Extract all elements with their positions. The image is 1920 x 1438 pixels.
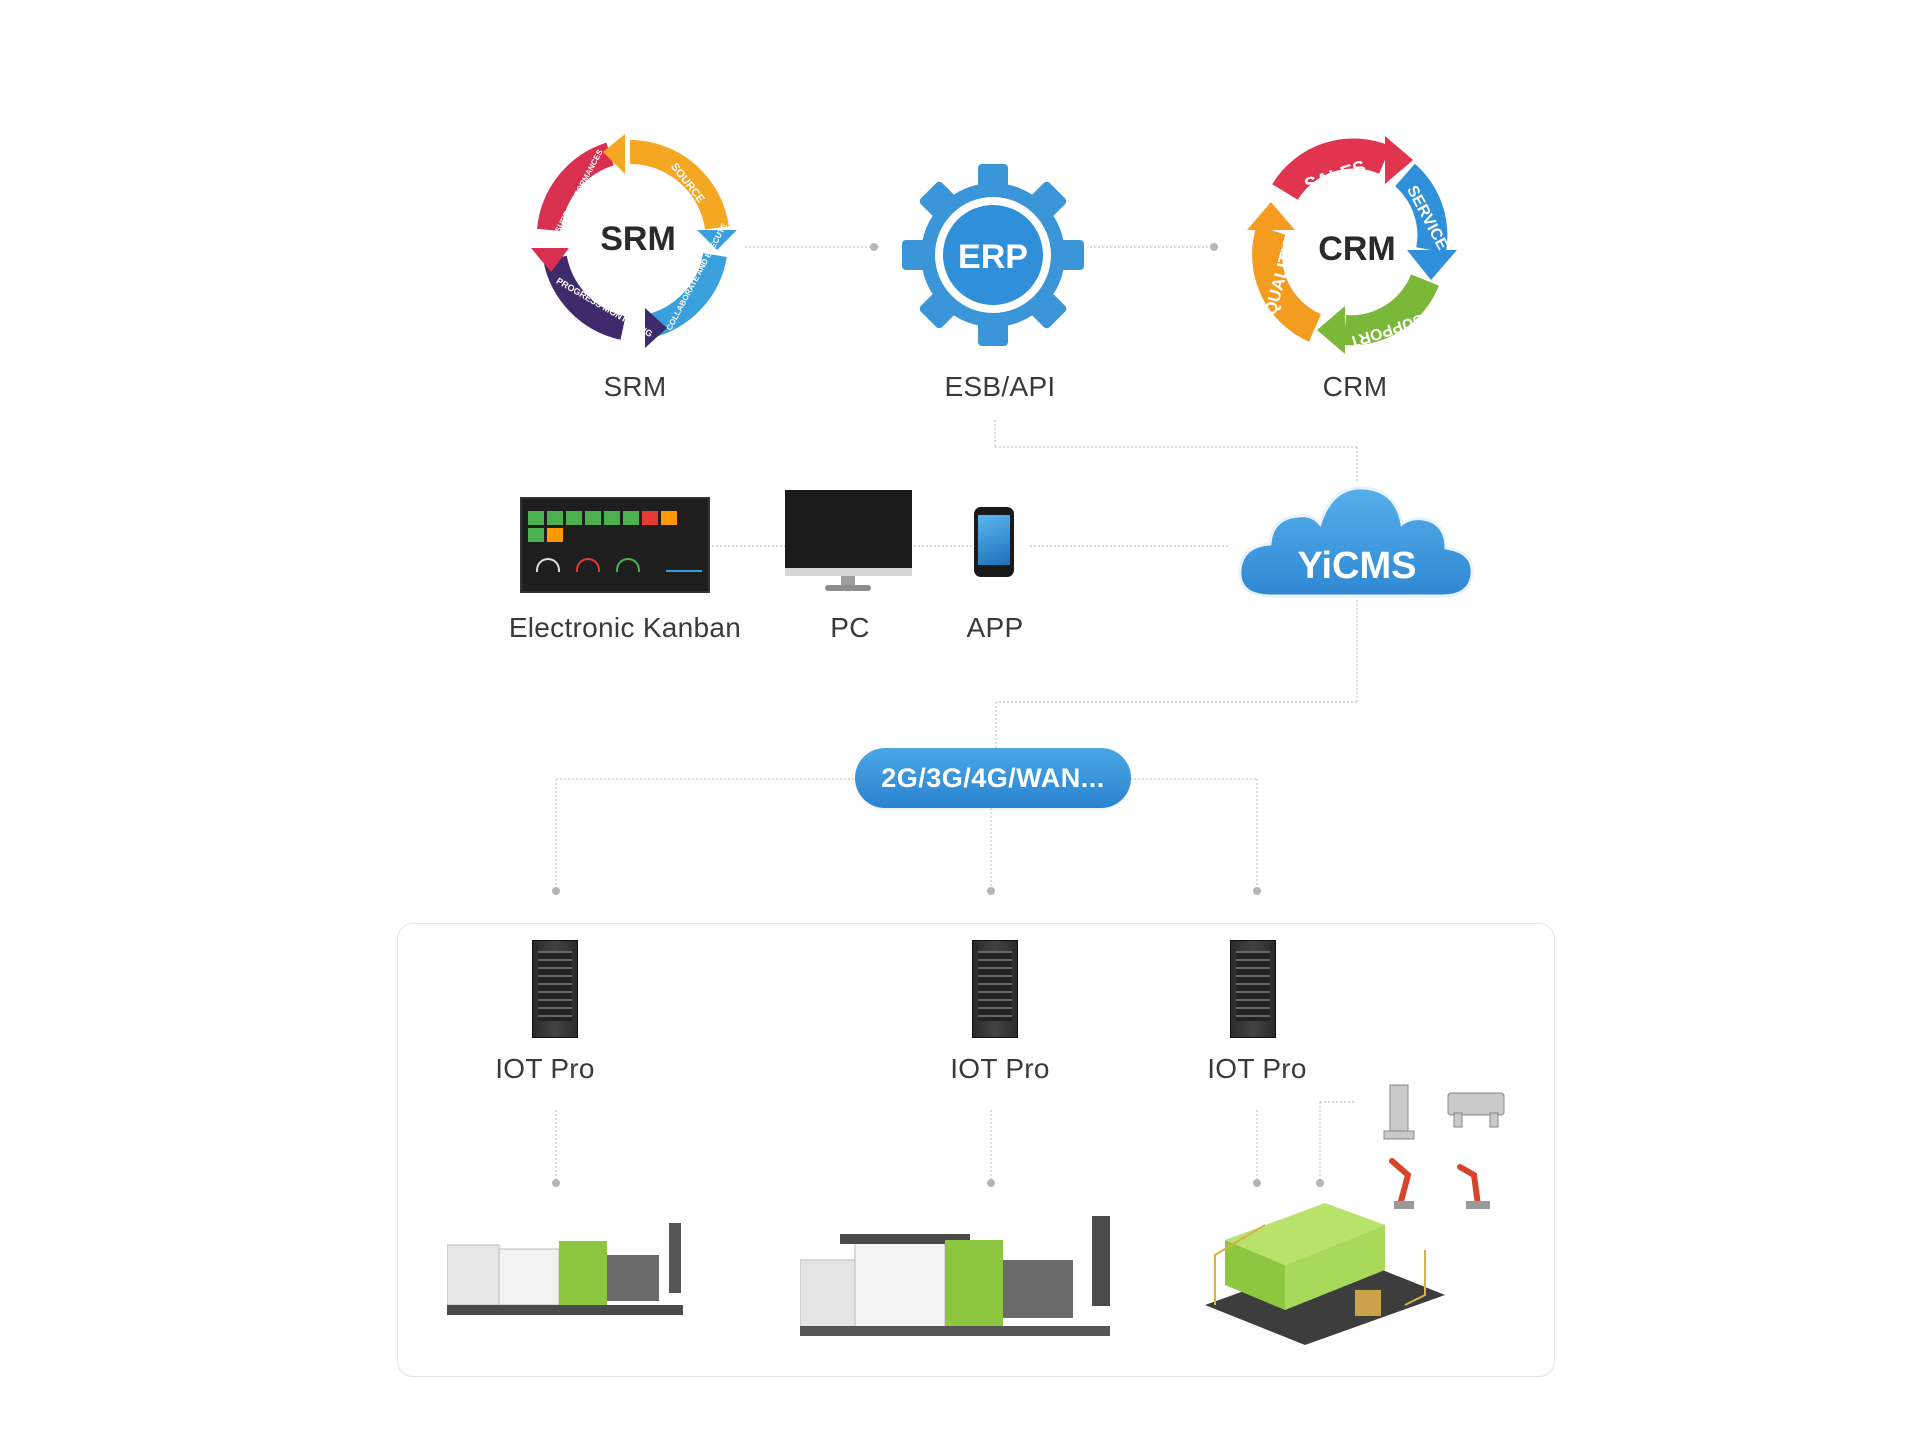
srm-cycle-diagram: SRM SOURCE COLLABORATE AND EXECUTE PROGR… <box>531 134 737 348</box>
iot-server-icon <box>1230 940 1276 1038</box>
electronic-kanban-label: Electronic Kanban <box>508 612 742 643</box>
crm-cycle-diagram: CRM SALES SERVICE SUPPORT QUALITY <box>1247 136 1457 354</box>
die-casting-machine-2 <box>800 1216 1110 1336</box>
robot-peripherals-icon <box>1383 1084 1505 1209</box>
crm-label: CRM <box>1322 371 1388 402</box>
erp-gear-icon: ERP <box>902 164 1084 346</box>
phone-app-icon <box>974 507 1014 577</box>
erp-badge: ERP <box>958 238 1028 276</box>
crm-badge: CRM <box>1318 230 1395 268</box>
die-casting-cell-3 <box>1205 1203 1445 1345</box>
iot-server-icon <box>972 940 1018 1038</box>
esb-api-label: ESB/API <box>944 371 1056 402</box>
app-label: APP <box>966 612 1024 643</box>
pc-monitor-icon <box>785 490 912 595</box>
iot-pro-label-1: IOT Pro <box>495 1053 595 1084</box>
srm-badge: SRM <box>600 220 676 258</box>
iot-pro-label-2: IOT Pro <box>950 1053 1050 1084</box>
die-casting-machine-1 <box>447 1223 683 1315</box>
pc-label: PC <box>830 612 870 643</box>
yicms-label: YiCMS <box>1298 545 1417 587</box>
iot-pro-label-3: IOT Pro <box>1207 1053 1307 1084</box>
network-pill: 2G/3G/4G/WAN... <box>855 748 1131 808</box>
network-label: 2G/3G/4G/WAN... <box>881 762 1105 793</box>
iot-machine-panel <box>397 923 1555 1377</box>
yicms-cloud-icon: YiCMS <box>1238 486 1474 598</box>
iot-server-icon <box>532 940 578 1038</box>
electronic-kanban-icon <box>520 497 710 593</box>
srm-label: SRM <box>603 371 667 402</box>
